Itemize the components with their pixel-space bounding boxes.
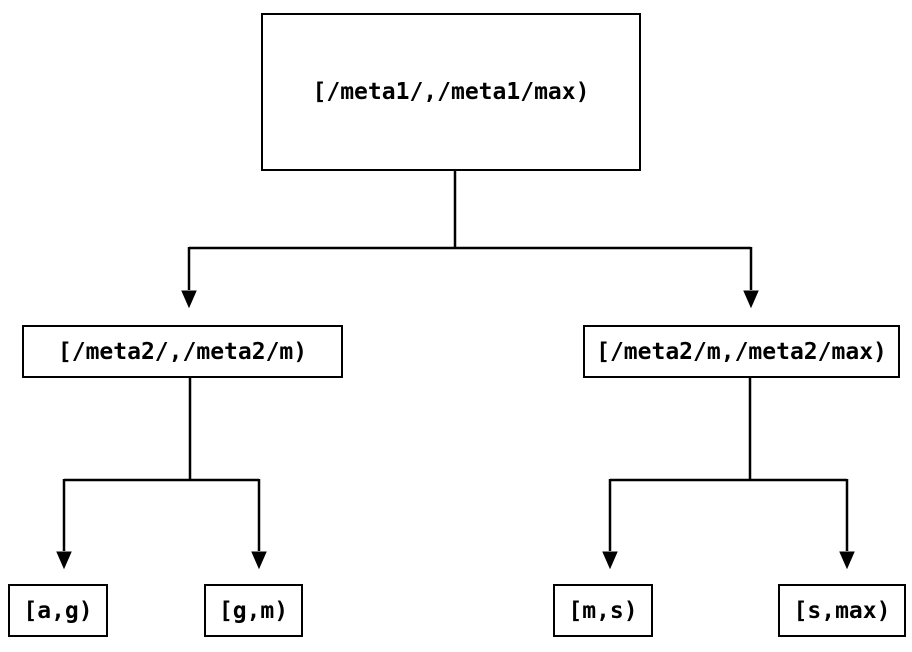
arrowhead-to-mid-right — [743, 290, 759, 309]
node-leaf-ag-label: [a,g) — [23, 597, 93, 624]
node-mid-left: [/meta2/,/meta2/m) — [22, 325, 343, 378]
node-mid-right-label: [/meta2/m,/meta2/max) — [596, 338, 887, 365]
arrowhead-to-leaf-ag — [56, 551, 72, 570]
node-leaf-smax-label: [s,max) — [793, 597, 891, 624]
node-leaf-ms: [m,s) — [553, 584, 653, 637]
node-leaf-smax: [s,max) — [778, 584, 906, 637]
node-leaf-ms-label: [m,s) — [568, 597, 638, 624]
node-leaf-gm: [g,m) — [204, 584, 303, 637]
node-root-label: [/meta1/,/meta1/max) — [312, 79, 590, 105]
node-leaf-gm-label: [g,m) — [218, 597, 289, 624]
node-root: [/meta1/,/meta1/max) — [261, 13, 641, 171]
arrowhead-to-leaf-smax — [839, 551, 855, 570]
arrowhead-to-leaf-ms — [602, 551, 618, 570]
node-mid-left-label: [/meta2/,/meta2/m) — [57, 338, 308, 365]
node-mid-right: [/meta2/m,/meta2/max) — [583, 325, 900, 378]
arrowhead-to-leaf-gm — [251, 551, 267, 570]
node-leaf-ag: [a,g) — [8, 584, 108, 637]
arrowhead-to-mid-left — [181, 290, 197, 309]
